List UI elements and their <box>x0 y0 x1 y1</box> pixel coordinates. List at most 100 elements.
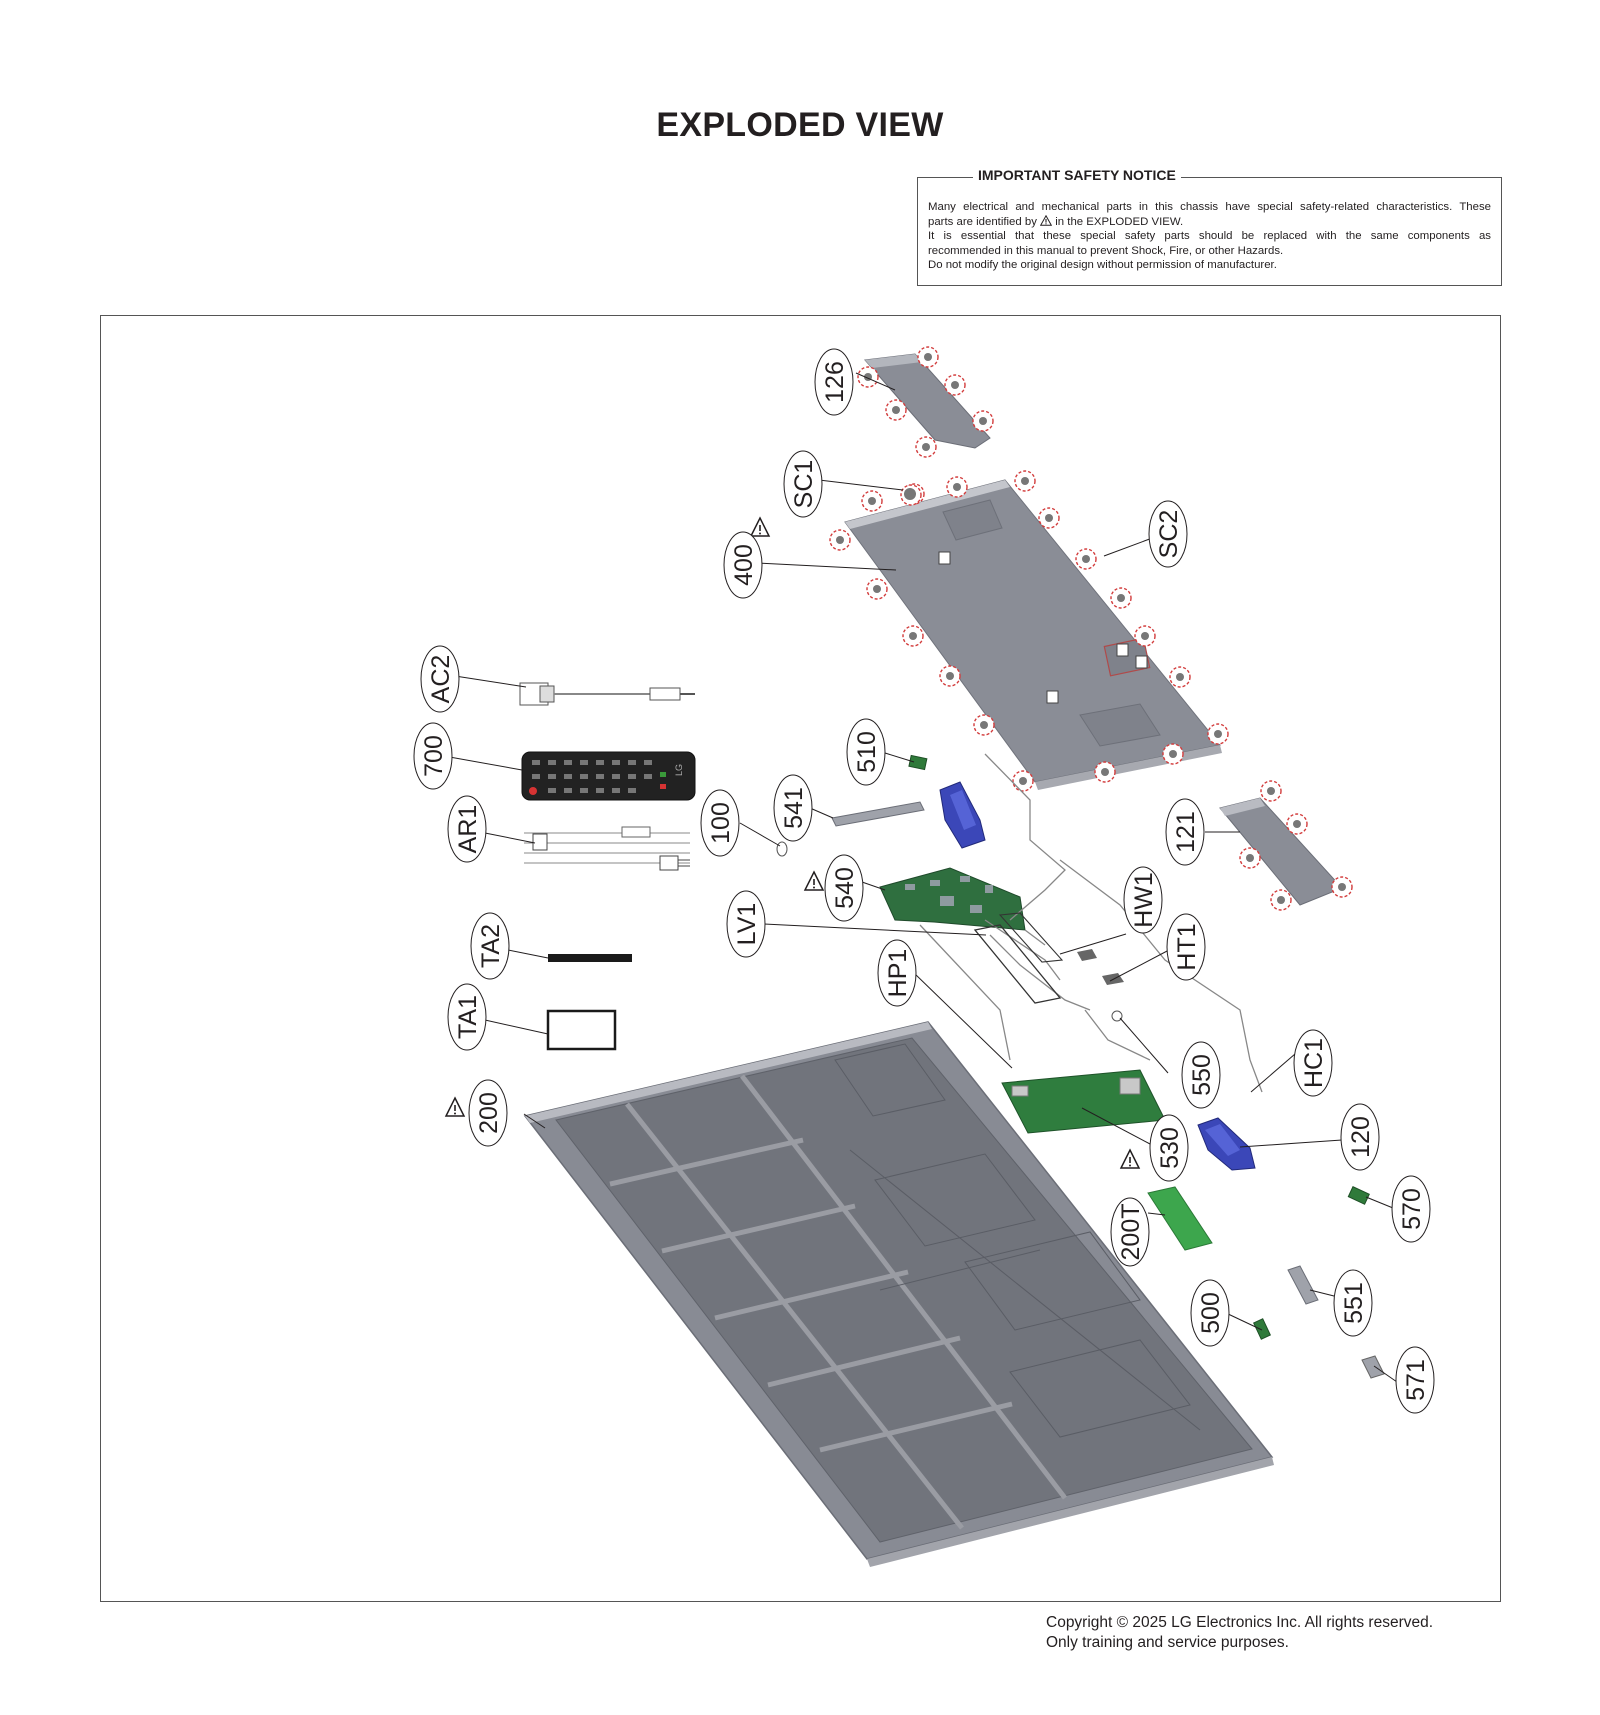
svg-text:HC1: HC1 <box>1300 1038 1328 1088</box>
svg-text:400: 400 <box>730 544 758 586</box>
remote-brand-text: LG <box>674 764 684 776</box>
svg-text:AC2: AC2 <box>427 655 455 704</box>
warning-triangle-icon <box>1040 214 1053 226</box>
part-label-500: 500 <box>1190 1279 1230 1347</box>
tape-ta1-part <box>546 1009 617 1051</box>
part-label-100: 100 <box>700 789 740 857</box>
svg-text:570: 570 <box>1398 1188 1426 1230</box>
part-label-121: 121 <box>1165 798 1205 866</box>
bracket-121-part <box>1219 780 1353 911</box>
board-500-part <box>1253 1318 1271 1340</box>
usage-line: Only training and service purposes. <box>1046 1634 1289 1651</box>
diagram-frame <box>100 315 1501 1602</box>
svg-text:550: 550 <box>1188 1054 1216 1096</box>
svg-text:120: 120 <box>1347 1116 1375 1158</box>
hw1-harness-part <box>998 912 1064 963</box>
part-label-ta1: TA1 <box>447 983 487 1051</box>
svg-text:HP1: HP1 <box>884 949 912 998</box>
part-label-510: 510 <box>846 718 886 786</box>
ac2-cable-part <box>519 682 695 706</box>
part-label-lv1: LV1 <box>726 890 766 958</box>
svg-text:SC1: SC1 <box>790 460 818 509</box>
page-title: EXPLODED VIEW <box>656 106 944 144</box>
part-label-hc1: HC1 <box>1293 1029 1333 1097</box>
speaker-bracket-120-part <box>1197 1117 1256 1171</box>
part-571 <box>1361 1355 1385 1379</box>
svg-text:100: 100 <box>707 802 735 844</box>
remote-700-part: LG <box>521 751 696 801</box>
part-label-ta2: TA2 <box>470 912 510 980</box>
power-board-530-part <box>1001 1069 1166 1134</box>
part-label-400: 400 <box>723 531 763 599</box>
svg-text:126: 126 <box>821 361 849 403</box>
part-label-sc2: SC2 <box>1148 500 1188 568</box>
part-100-ring <box>776 841 788 857</box>
back-cover-400-part <box>829 470 1229 792</box>
svg-text:200T: 200T <box>1117 1204 1145 1261</box>
safety-notice-title: IMPORTANT SAFETY NOTICE <box>973 167 1181 183</box>
svg-text:121: 121 <box>1172 811 1200 853</box>
leader-lines <box>443 372 1398 1383</box>
part-label-126: 126 <box>814 348 854 416</box>
tape-ta2-part <box>548 954 632 962</box>
svg-text:HW1: HW1 <box>1130 872 1158 928</box>
notice-line-2b: in the EXPLODED VIEW. <box>1055 215 1184 228</box>
bracket-551-part <box>1287 1265 1319 1305</box>
part-label-541: 541 <box>773 774 813 842</box>
speaker-bracket-upper-part <box>939 781 986 849</box>
svg-text:TA1: TA1 <box>454 995 482 1039</box>
svg-text:571: 571 <box>1402 1359 1430 1401</box>
svg-text:540: 540 <box>831 867 859 909</box>
notice-line-3: It is essential that these special safet… <box>928 230 1491 243</box>
notice-line-2: parts are identified by in the EXPLODED … <box>928 214 1491 230</box>
copyright-line: Copyright © 2025 LG Electronics Inc. All… <box>1046 1614 1434 1631</box>
safety-notice-body: Many electrical and mechanical parts in … <box>928 200 1491 273</box>
svg-text:TA2: TA2 <box>477 924 505 968</box>
svg-text:200: 200 <box>475 1092 503 1134</box>
safety-notice-box: IMPORTANT SAFETY NOTICE Many electrical … <box>917 167 1502 286</box>
notice-line-1: Many electrical and mechanical parts in … <box>928 201 1491 213</box>
part-label-571: 571 <box>1395 1346 1435 1414</box>
part-label-sc1: SC1 <box>783 450 823 518</box>
board-200t-part <box>1147 1186 1213 1251</box>
display-panel-200-part <box>523 1021 1274 1567</box>
part-label-700: 700 <box>413 722 453 790</box>
svg-text:541: 541 <box>780 787 808 829</box>
warning-triangle-icon-540 <box>804 871 824 891</box>
part-label-hp1: HP1 <box>877 939 917 1007</box>
part-label-540: 540 <box>824 854 864 922</box>
ar1-power-cord-part <box>524 826 690 871</box>
svg-text:HT1: HT1 <box>1173 923 1201 970</box>
svg-text:551: 551 <box>1340 1282 1368 1324</box>
bar-541-part <box>831 801 925 827</box>
svg-text:LV1: LV1 <box>733 903 761 946</box>
part-label-ar1: AR1 <box>447 795 487 863</box>
lv1-ribbon-part <box>973 924 1062 1004</box>
svg-text:AR1: AR1 <box>454 805 482 854</box>
warning-triangle-icon-400 <box>750 517 770 537</box>
part-label-551: 551 <box>1333 1269 1373 1337</box>
warning-triangle-icon-530 <box>1120 1149 1140 1169</box>
bracket-126-part <box>857 346 994 458</box>
svg-text:530: 530 <box>1156 1127 1184 1169</box>
svg-text:SC2: SC2 <box>1155 510 1183 559</box>
screw-sc1 <box>904 488 916 500</box>
copyright-footer: Copyright © 2025 LG Electronics Inc. All… <box>1046 1613 1433 1653</box>
svg-text:510: 510 <box>853 731 881 773</box>
ht1-tape-part <box>1077 949 1097 961</box>
board-570-part <box>1347 1186 1370 1205</box>
connector-550-part <box>1111 1010 1123 1022</box>
part-label-ht1: HT1 <box>1166 913 1206 981</box>
main-board-540-part <box>879 867 1026 931</box>
part-label-200t: 200T <box>1110 1197 1150 1267</box>
part-label-550: 550 <box>1181 1041 1221 1109</box>
svg-text:500: 500 <box>1197 1292 1225 1334</box>
part-label-hw1: HW1 <box>1123 866 1163 934</box>
svg-text:700: 700 <box>420 735 448 777</box>
notice-line-5: Do not modify the original design withou… <box>928 259 1277 272</box>
board-510-part <box>908 754 928 771</box>
cables-part <box>919 753 1263 1093</box>
part-label-ac2: AC2 <box>420 645 460 713</box>
notice-line-4: recommended in this manual to prevent Sh… <box>928 244 1284 257</box>
